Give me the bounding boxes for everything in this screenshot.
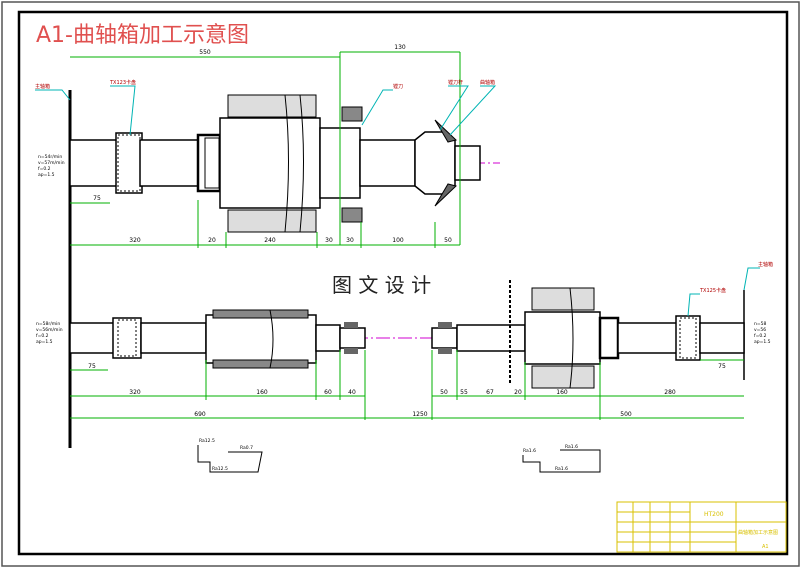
dim-bottom-55: 55 [460, 389, 468, 396]
top-assembly [69, 94, 500, 233]
bottom-cutting-params-right: n=58 v=56 f=0.2 ap=1.5 [754, 321, 771, 345]
dim-bottom-500: 500 [620, 411, 632, 418]
dim-bottom-75b: 75 [718, 363, 726, 370]
dim-top-550: 550 [199, 49, 211, 56]
top-leaders [35, 85, 497, 136]
drawing-title: A1-曲轴箱加工示意图 [36, 23, 249, 48]
svg-text:Ra0.7: Ra0.7 [240, 445, 253, 451]
detail-right [522, 449, 601, 473]
top-workpiece-body [219, 117, 321, 209]
dim-bottom-75a: 75 [88, 363, 96, 370]
svg-text:f=0.2: f=0.2 [36, 333, 49, 339]
bottom-dimensions [70, 350, 744, 420]
dim-top-20: 20 [208, 237, 216, 244]
svg-text:Ra12.5: Ra12.5 [199, 438, 215, 444]
bottom-right-workpiece [524, 311, 601, 365]
svg-text:v=57m/min: v=57m/min [38, 160, 65, 166]
dim-bottom-320: 320 [129, 389, 141, 396]
bottom-assembly [69, 280, 745, 389]
title-block-name: 曲轴箱加工示意图 [738, 529, 778, 536]
bottom-leaders [687, 267, 760, 317]
dim-bottom-280: 280 [664, 389, 676, 396]
label-bottom-spindle-box: 主轴箱 [758, 261, 773, 268]
svg-text:n=54r/min: n=54r/min [38, 154, 62, 160]
svg-text:Ra1.6: Ra1.6 [523, 448, 536, 454]
dim-bottom-690: 690 [194, 411, 206, 418]
svg-text:v=56: v=56 [754, 327, 766, 333]
svg-text:ap=1.5: ap=1.5 [36, 339, 53, 345]
svg-text:ap=1.5: ap=1.5 [754, 339, 771, 345]
dim-bottom-160b: 160 [556, 389, 568, 396]
dim-top-100: 100 [392, 237, 404, 244]
svg-text:n=58: n=58 [754, 321, 766, 327]
label-bottom-chuck: TX125卡盘 [699, 287, 726, 294]
label-top-workpiece: 曲轴箱 [480, 79, 495, 86]
dim-top-240: 240 [264, 237, 276, 244]
title-block-material: HT200 [704, 511, 724, 518]
dim-bottom-60: 60 [324, 389, 332, 396]
dim-bottom-40: 40 [348, 389, 356, 396]
label-top-tool: 镗刀 [393, 83, 403, 90]
title-block [616, 501, 787, 553]
dim-top-30b: 30 [346, 237, 354, 244]
dim-top-130: 130 [394, 44, 406, 51]
svg-text:f=0.2: f=0.2 [754, 333, 767, 339]
svg-text:v=56m/min: v=56m/min [36, 327, 63, 333]
svg-text:Ra1.6: Ra1.6 [555, 466, 568, 472]
svg-text:n=58r/min: n=58r/min [36, 321, 60, 327]
title-block-sheet: A1 [762, 544, 769, 550]
svg-text:Ra1.6: Ra1.6 [565, 444, 578, 450]
dim-top-50: 50 [444, 237, 452, 244]
dim-bottom-67: 67 [486, 389, 494, 396]
svg-text:ap=1.5: ap=1.5 [38, 172, 55, 178]
dim-top-320: 320 [129, 237, 141, 244]
inner-frame [17, 10, 789, 556]
svg-text:Ra12.5: Ra12.5 [212, 466, 228, 472]
dim-bottom-50: 50 [440, 389, 448, 396]
svg-text:f=0.2: f=0.2 [38, 166, 51, 172]
detail-left [197, 445, 263, 473]
label-top-chuck: TX123卡盘 [109, 79, 136, 86]
dim-top-30a: 30 [325, 237, 333, 244]
top-cutting-params: n=54r/min v=57m/min f=0.2 ap=1.5 [38, 154, 65, 178]
bottom-left-workpiece [205, 314, 317, 364]
dim-bottom-20: 20 [514, 389, 522, 396]
top-dimensions [70, 51, 461, 248]
dim-bottom-160: 160 [256, 389, 268, 396]
bottom-cutting-params-left: n=58r/min v=56m/min f=0.2 ap=1.5 [36, 321, 63, 345]
dim-top-75: 75 [93, 195, 101, 202]
label-top-tool-holder: 镗刀杆 [448, 79, 463, 86]
dim-bottom-1250: 1250 [412, 411, 427, 418]
label-top-spindle-box: 主轴箱 [35, 83, 50, 90]
watermark: 图 文 设 计 [332, 273, 431, 297]
